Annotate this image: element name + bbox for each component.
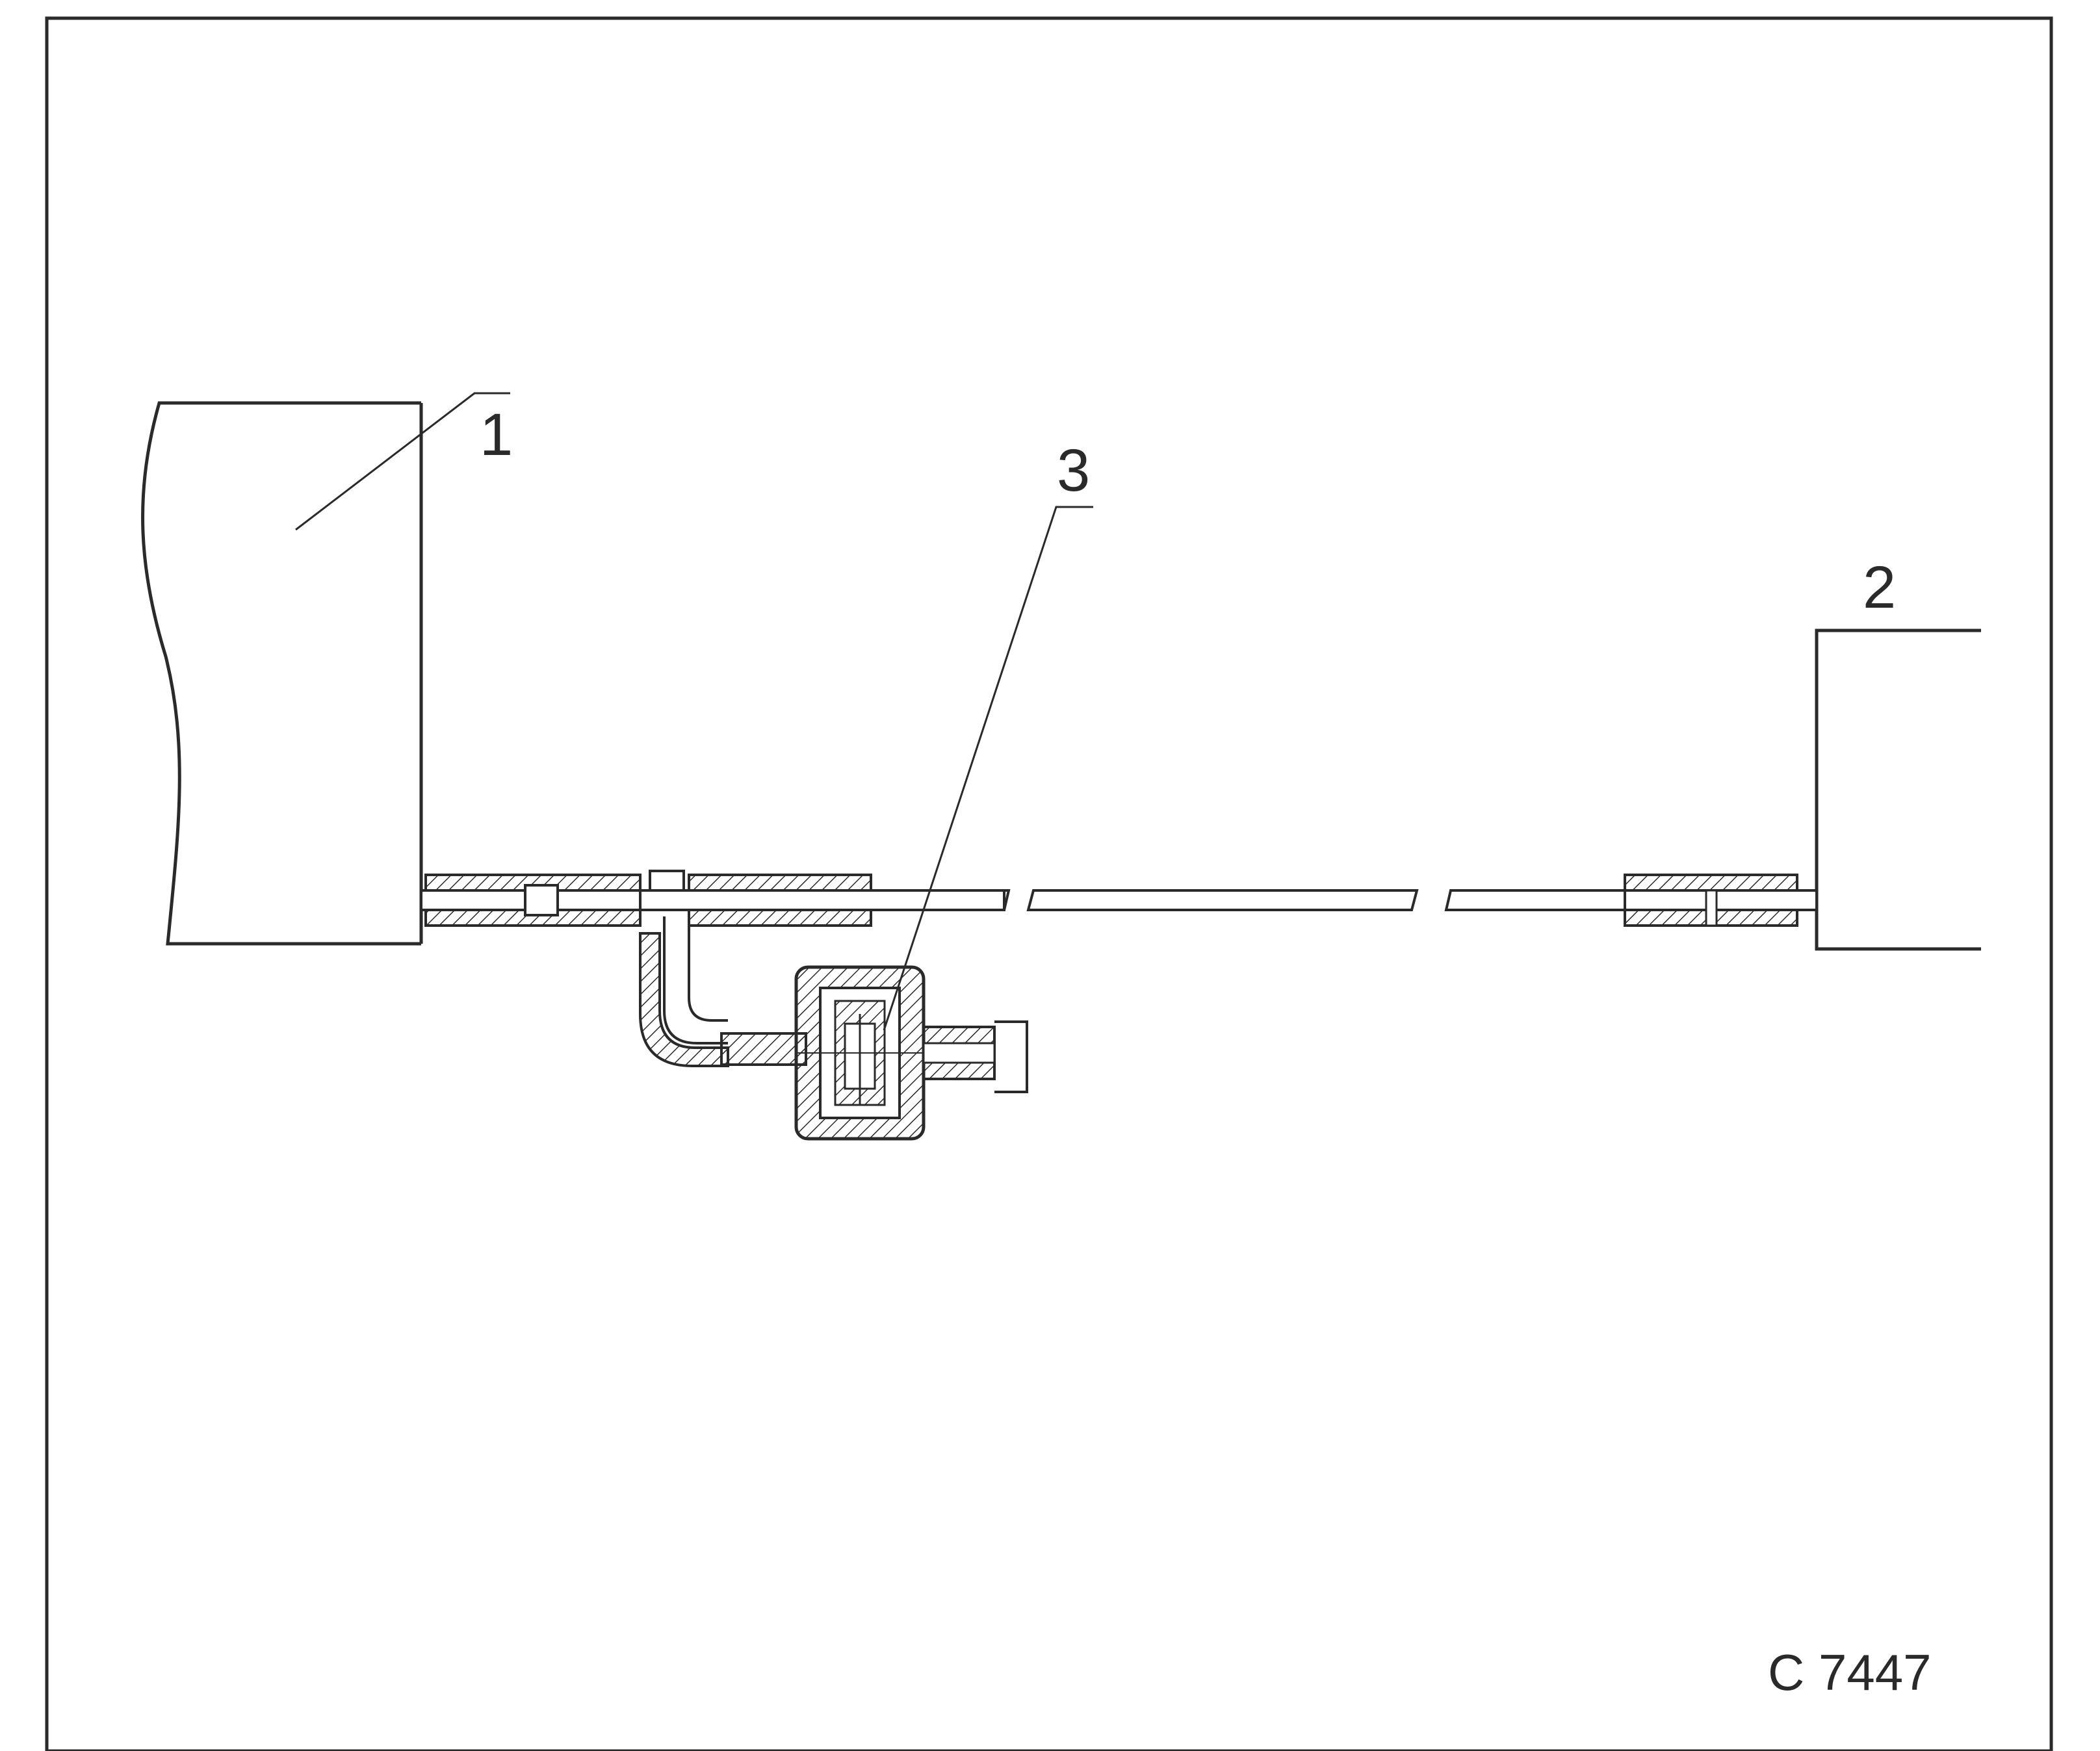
callout-3: 3: [1057, 437, 1090, 504]
component-1-outline: [141, 401, 421, 946]
leader-lines: [295, 392, 1093, 1031]
callout-2: 2: [1863, 554, 1896, 621]
main-pipe: [1003, 889, 1626, 911]
pipe-fitting-right: [1624, 874, 1818, 927]
leader-line-1: [295, 392, 510, 531]
figure-code: C 7447: [1768, 1644, 1932, 1701]
component-3-valve: [794, 965, 1028, 1141]
branch-pipe: [639, 916, 807, 1067]
pipe-fitting-left: [420, 874, 642, 927]
component-2-outline: [1815, 629, 1981, 951]
component-1: [141, 401, 423, 946]
diagram-frame: [45, 16, 2053, 1751]
callout-1: 1: [480, 402, 513, 468]
component-2: [1815, 629, 1981, 951]
leader-line-3: [883, 506, 1093, 1031]
pipe-t-junction: [639, 870, 1005, 927]
